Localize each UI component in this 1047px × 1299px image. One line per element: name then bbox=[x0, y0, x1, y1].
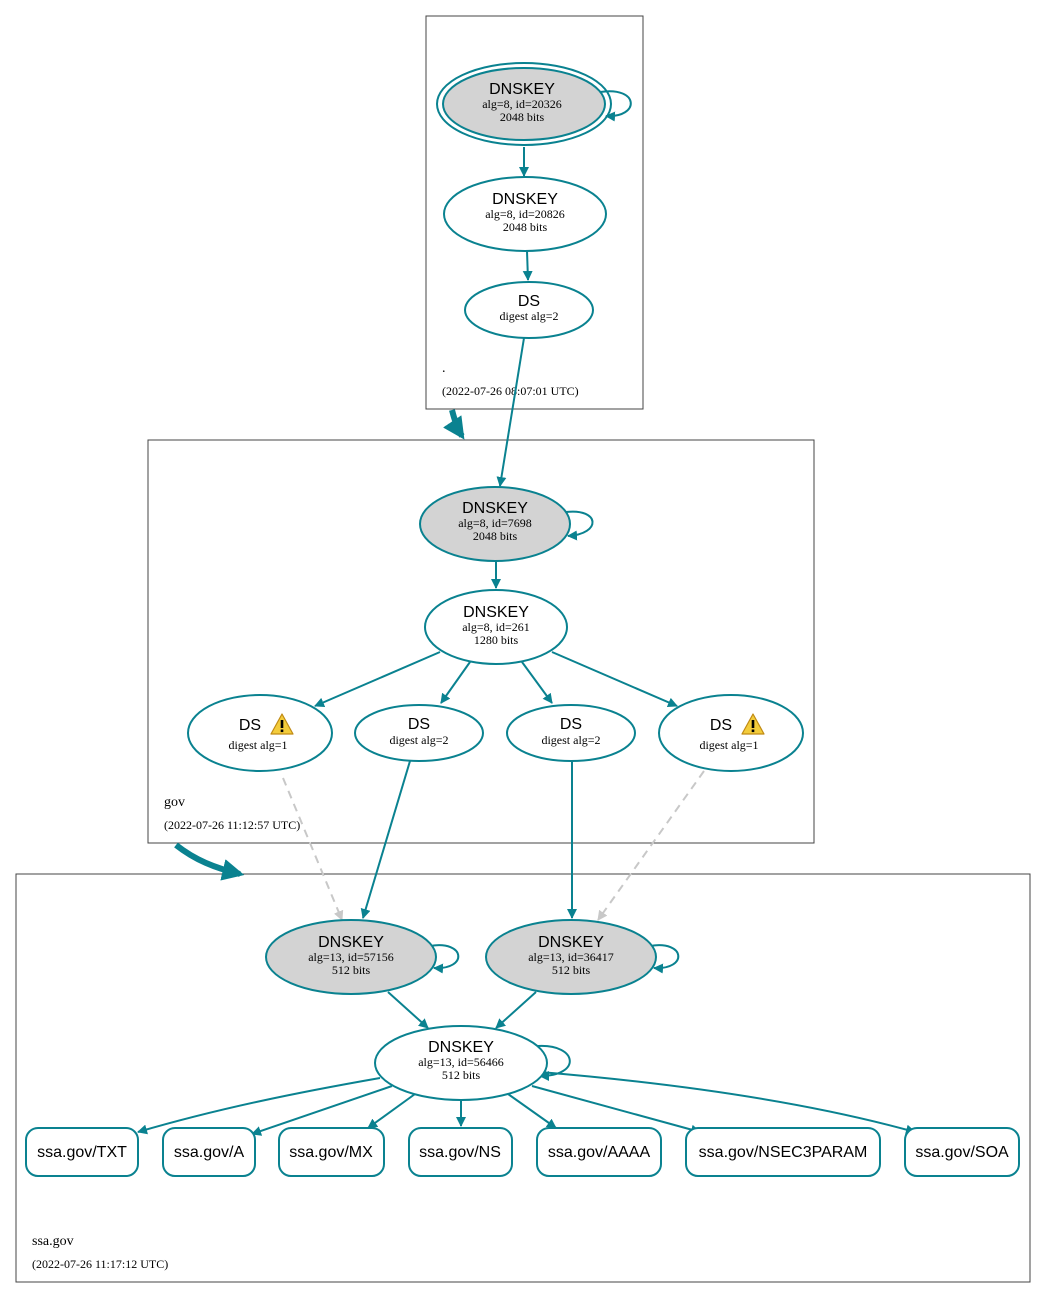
edge-gov-zsk-ds1 bbox=[314, 651, 441, 708]
edge-gov-zsk-ds3 bbox=[521, 661, 553, 704]
zone-root-border bbox=[425, 15, 644, 410]
zone-root: . (2022-07-26 08:07:01 UTC) bbox=[425, 15, 644, 410]
rrset-ns[interactable]: ssa.gov/NS bbox=[408, 1127, 513, 1177]
zone-ssa-name: ssa.gov bbox=[32, 1234, 74, 1249]
node-title: DNSKEY bbox=[318, 934, 384, 951]
node-title: DNSKEY bbox=[489, 81, 555, 98]
rrset-aaaa[interactable]: ssa.gov/AAAA bbox=[536, 1127, 662, 1177]
node-detail: alg=8, id=20826 bbox=[485, 207, 565, 221]
node-gov-ds2[interactable]: DS digest alg=2 bbox=[354, 704, 484, 762]
node-detail: digest alg=1 bbox=[699, 738, 758, 752]
rrset-label: ssa.gov/NSEC3PARAM bbox=[699, 1144, 868, 1161]
node-gov-ds3[interactable]: DS digest alg=2 bbox=[506, 704, 636, 762]
delegation-arrow-gov-ssa bbox=[174, 842, 245, 881]
node-title: DNSKEY bbox=[463, 604, 529, 621]
node-detail: alg=13, id=56466 bbox=[418, 1055, 504, 1069]
node-detail: 512 bits bbox=[442, 1068, 481, 1082]
edge-root-ds-gov-ksk bbox=[496, 337, 525, 487]
edge-zsk-mx bbox=[367, 1093, 416, 1129]
edge-root-zsk-ds bbox=[522, 250, 533, 281]
edge-gov-ksk-self bbox=[565, 510, 594, 541]
node-title: DS bbox=[710, 717, 732, 734]
rrset-label: ssa.gov/AAAA bbox=[548, 1144, 651, 1161]
dashed-edges bbox=[282, 770, 705, 921]
rrset-nsec3param[interactable]: ssa.gov/NSEC3PARAM bbox=[685, 1127, 881, 1177]
edge-ssa-ksk2-self bbox=[649, 944, 680, 974]
node-title: DNSKEY bbox=[462, 500, 528, 517]
edge-ssa-ksk1-self bbox=[429, 944, 460, 974]
node-detail: alg=8, id=7698 bbox=[458, 516, 532, 530]
node-gov-ksk[interactable]: DNSKEY alg=8, id=7698 2048 bits bbox=[419, 486, 571, 562]
node-root-ds[interactable]: DS digest alg=2 bbox=[464, 281, 594, 339]
node-detail: digest alg=2 bbox=[499, 309, 558, 323]
node-detail: digest alg=2 bbox=[541, 733, 600, 747]
node-detail: digest alg=1 bbox=[228, 738, 287, 752]
zone-gov: gov (2022-07-26 11:12:57 UTC) bbox=[147, 439, 815, 844]
node-ssa-zsk[interactable]: DNSKEY alg=13, id=56466 512 bits bbox=[374, 1025, 548, 1101]
rrset-txt[interactable]: ssa.gov/TXT bbox=[25, 1127, 139, 1177]
node-detail: 512 bits bbox=[552, 963, 591, 977]
node-detail: alg=13, id=36417 bbox=[528, 950, 614, 964]
edge-zsk-soa bbox=[539, 1071, 916, 1135]
node-detail: 2048 bits bbox=[473, 529, 518, 543]
zone-root-timestamp: (2022-07-26 08:07:01 UTC) bbox=[442, 384, 579, 398]
rrset-label: ssa.gov/A bbox=[174, 1144, 245, 1161]
edge-zsk-nsec3param bbox=[531, 1085, 701, 1135]
node-title: DS bbox=[408, 716, 430, 733]
zone-root-name: . bbox=[442, 361, 446, 376]
zone-ssa: ssa.gov (2022-07-26 11:17:12 UTC) bbox=[15, 873, 1031, 1283]
edge-gov-ds4-ssa-ksk2 bbox=[597, 770, 705, 921]
edge-ssa-zsk-self bbox=[537, 1044, 571, 1081]
node-ssa-ksk2[interactable]: DNSKEY alg=13, id=36417 512 bits bbox=[485, 919, 657, 995]
edge-zsk-txt bbox=[137, 1077, 381, 1135]
zone-gov-border bbox=[147, 439, 815, 844]
node-title: DNSKEY bbox=[538, 934, 604, 951]
node-title: DS bbox=[239, 717, 261, 734]
rrset-label: ssa.gov/SOA bbox=[915, 1144, 1009, 1161]
node-ssa-ksk1[interactable]: DNSKEY alg=13, id=57156 512 bits bbox=[265, 919, 437, 995]
node-detail: 2048 bits bbox=[503, 220, 548, 234]
zone-ssa-border bbox=[15, 873, 1031, 1283]
node-detail: alg=13, id=57156 bbox=[308, 950, 394, 964]
delegation-arrow-root-gov bbox=[443, 409, 465, 440]
node-detail: alg=8, id=20326 bbox=[482, 97, 562, 111]
zone-gov-name: gov bbox=[164, 795, 185, 810]
edge-gov-ds1-ssa-ksk1 bbox=[282, 777, 344, 921]
zone-gov-timestamp: (2022-07-26 11:12:57 UTC) bbox=[164, 818, 300, 832]
rrset-label: ssa.gov/TXT bbox=[37, 1144, 127, 1161]
rrset-label: ssa.gov/MX bbox=[289, 1144, 373, 1161]
edge-gov-zsk-ds2 bbox=[440, 661, 471, 704]
edge-gov-zsk-ds4 bbox=[551, 651, 678, 708]
node-title: DS bbox=[560, 716, 582, 733]
node-detail: 1280 bits bbox=[474, 633, 519, 647]
zone-ssa-timestamp: (2022-07-26 11:17:12 UTC) bbox=[32, 1257, 168, 1271]
edge-ssa-ksk2-zsk bbox=[495, 991, 537, 1029]
edges bbox=[137, 90, 916, 1136]
node-title: DNSKEY bbox=[428, 1039, 494, 1056]
node-detail: 2048 bits bbox=[500, 110, 545, 124]
node-root-ksk[interactable]: DNSKEY alg=8, id=20326 2048 bits bbox=[436, 62, 612, 146]
node-detail: digest alg=2 bbox=[389, 733, 448, 747]
rrset-mx[interactable]: ssa.gov/MX bbox=[278, 1127, 385, 1177]
rrset-label: ssa.gov/NS bbox=[419, 1144, 501, 1161]
node-root-zsk[interactable]: DNSKEY alg=8, id=20826 2048 bits bbox=[443, 176, 607, 252]
warning-icon bbox=[270, 713, 294, 735]
edge-root-ksk-self bbox=[599, 90, 632, 122]
node-detail: 512 bits bbox=[332, 963, 371, 977]
edge-zsk-a bbox=[251, 1085, 393, 1136]
edge-gov-ds2-ssa-ksk1 bbox=[360, 760, 411, 919]
warning-icon bbox=[741, 713, 765, 735]
node-gov-ds1[interactable]: DS digest alg=1 bbox=[187, 694, 333, 772]
node-detail: alg=8, id=261 bbox=[462, 620, 530, 634]
node-title: DNSKEY bbox=[492, 191, 558, 208]
rrset-soa[interactable]: ssa.gov/SOA bbox=[904, 1127, 1020, 1177]
node-gov-zsk[interactable]: DNSKEY alg=8, id=261 1280 bits bbox=[424, 589, 568, 665]
rrset-a[interactable]: ssa.gov/A bbox=[162, 1127, 256, 1177]
node-title: DS bbox=[518, 293, 540, 310]
node-gov-ds4[interactable]: DS digest alg=1 bbox=[658, 694, 804, 772]
edge-zsk-aaaa bbox=[507, 1093, 557, 1129]
edge-ssa-ksk1-zsk bbox=[387, 991, 429, 1029]
